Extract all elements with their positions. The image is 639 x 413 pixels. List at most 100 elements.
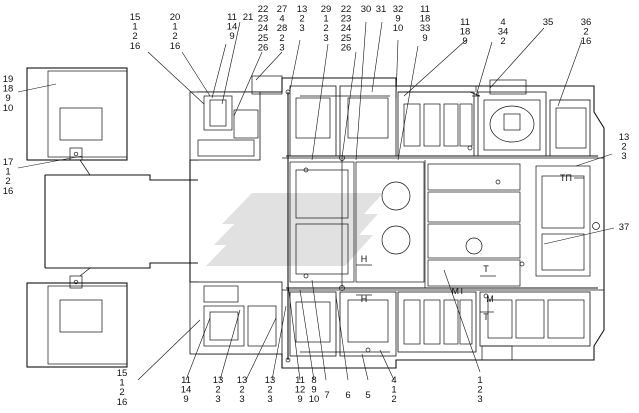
callout-number: 2 [500, 36, 505, 47]
callout-number: 11 [420, 4, 430, 15]
callout-number: 1 [391, 385, 396, 396]
left-axle [44, 159, 198, 277]
callout-number: 13 [265, 375, 276, 386]
callout-number: 2 [583, 27, 588, 38]
callout-number: 8 [311, 375, 316, 386]
callout-c33: 123 [477, 375, 482, 405]
callout-c30: 6 [345, 390, 350, 401]
callout-c16: 35 [543, 17, 554, 28]
callout-number: 22 [341, 4, 352, 15]
callout-number: 22 [258, 4, 269, 15]
marker-tp: ТП [560, 173, 572, 183]
callout-c32: 412 [391, 375, 396, 405]
callout-labels: 1512162012161114921222324252627428231323… [3, 4, 630, 408]
callout-number: 2 [119, 387, 124, 398]
marker-h-lower: Н [361, 294, 368, 304]
callout-number: 26 [258, 42, 269, 53]
callout-number: 1 [119, 378, 124, 389]
callout-number: 34 [498, 27, 509, 38]
callout-number: 6 [345, 390, 350, 401]
callout-number: 16 [581, 36, 592, 47]
callout-number: 2 [132, 31, 137, 42]
callout-number: 1 [132, 22, 137, 33]
callout-number: 26 [341, 42, 352, 53]
callout-c10: 30 [361, 4, 372, 15]
callout-number: 13 [237, 375, 248, 386]
callout-number: 18 [460, 27, 471, 38]
callout-number: 10 [3, 103, 14, 114]
callout-number: 9 [183, 394, 188, 405]
callout-number: 25 [258, 33, 269, 44]
callout-number: 3 [239, 394, 244, 405]
callout-number: 4 [500, 17, 505, 28]
component-markers: ТП Н Н Т МТ М Т [356, 173, 584, 322]
watermark-logo [206, 193, 383, 266]
callout-number: 13 [297, 4, 308, 15]
lower-panel-row [289, 291, 591, 361]
callout-c21: 37 [619, 222, 630, 233]
callout-number: 13 [213, 375, 224, 386]
callout-number: 19 [3, 74, 14, 85]
callout-number: 11 [227, 12, 237, 23]
callout-number: 1 [5, 167, 10, 178]
callout-number: 9 [297, 394, 302, 405]
callout-number: 2 [239, 385, 244, 396]
callout-number: 13 [619, 132, 630, 143]
callout-number: 25 [341, 33, 352, 44]
callout-number: 2 [299, 14, 304, 25]
callout-number: 5 [365, 390, 370, 401]
callout-number: 12 [295, 385, 306, 396]
callout-c4: 21 [243, 12, 254, 23]
callout-number: 16 [130, 41, 141, 52]
callout-number: 35 [543, 17, 554, 28]
callout-number: 31 [376, 4, 387, 15]
callout-number: 10 [309, 394, 320, 405]
callout-number: 24 [258, 23, 269, 34]
callout-number: 3 [621, 151, 626, 162]
lower-cab-block [189, 281, 283, 355]
callout-number: 2 [391, 394, 396, 405]
leader-lines [17, 21, 615, 381]
callout-number: 16 [170, 41, 181, 52]
callout-number: 16 [3, 186, 14, 197]
callout-number: 37 [619, 222, 630, 233]
callout-number: 7 [324, 390, 329, 401]
callout-number: 2 [279, 33, 284, 44]
marker-m: М [486, 294, 494, 304]
callout-number: 9 [311, 385, 316, 396]
callout-number: 1 [323, 14, 328, 25]
callout-number: 1 [172, 22, 177, 33]
callout-c11: 31 [376, 4, 387, 15]
callout-number: 18 [420, 14, 431, 25]
callout-number: 4 [279, 14, 284, 25]
callout-number: 3 [477, 394, 482, 405]
callout-number: 23 [341, 14, 352, 25]
callout-number: 17 [3, 157, 14, 168]
callout-number: 30 [361, 4, 372, 15]
marker-t-right: Т [483, 264, 489, 274]
upper-panel-row [289, 79, 591, 157]
callout-number: 3 [267, 394, 272, 405]
callout-number: 2 [621, 142, 626, 153]
callout-number: 9 [422, 33, 427, 44]
callout-number: 33 [420, 23, 431, 34]
callout-number: 32 [393, 4, 404, 15]
callout-number: 1 [477, 375, 482, 386]
marker-mt: МТ [452, 286, 465, 296]
